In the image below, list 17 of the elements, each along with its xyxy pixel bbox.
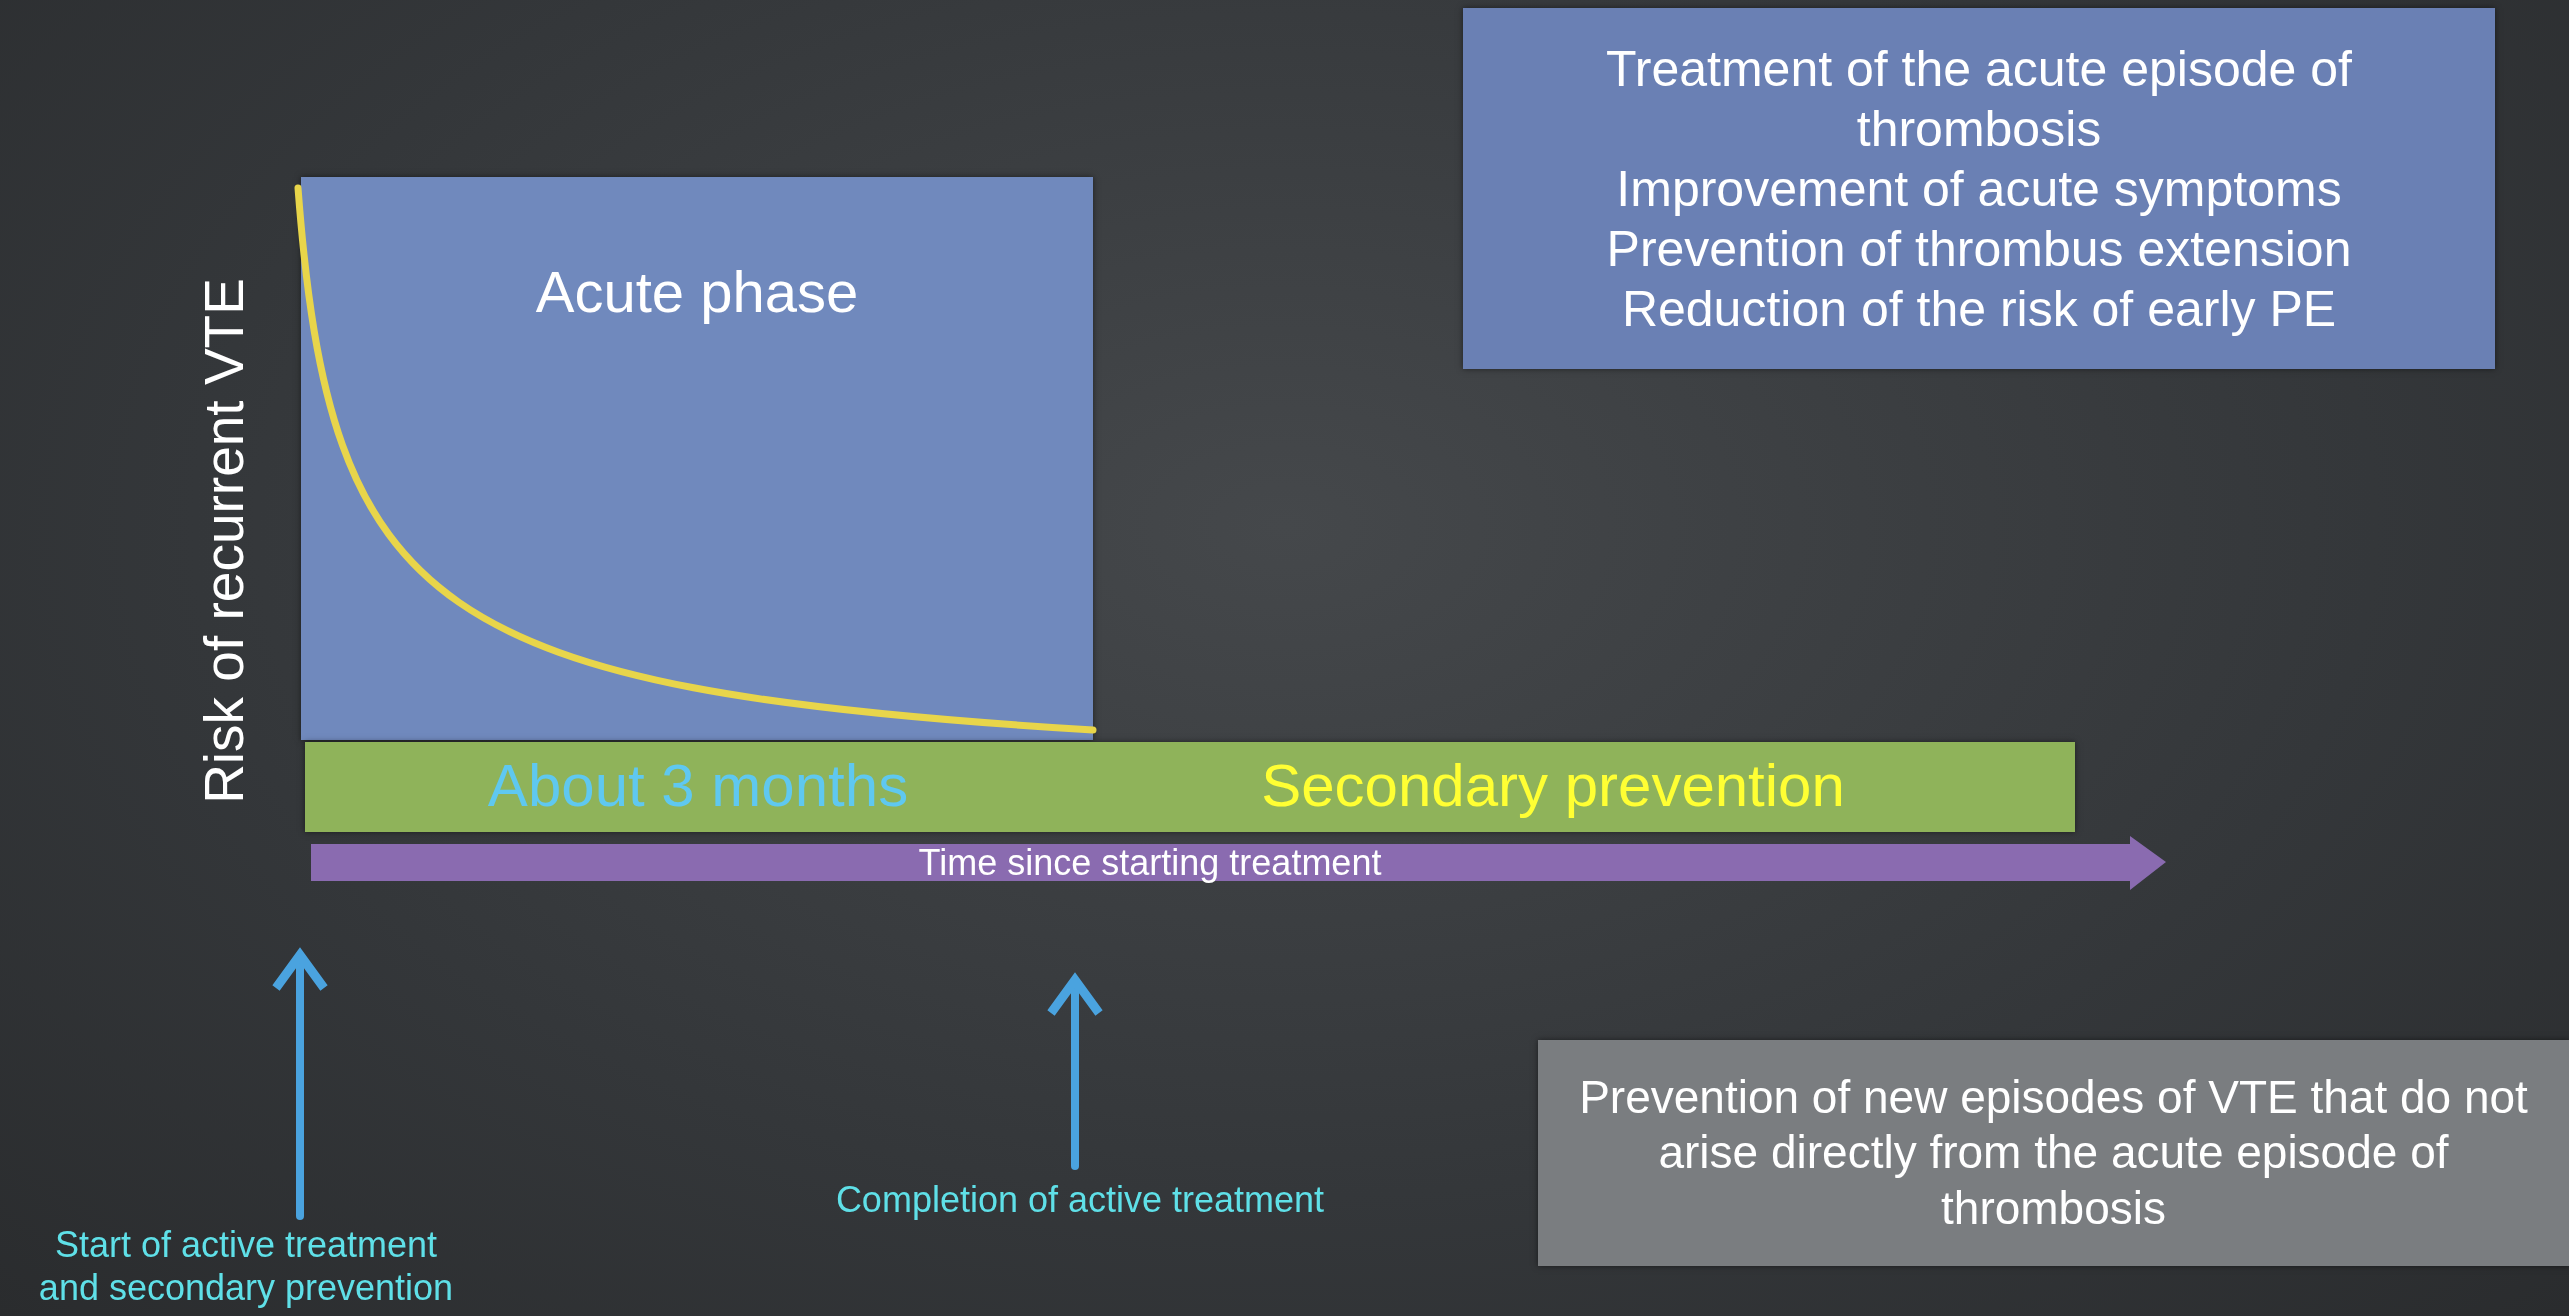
- goal-text: Prevention of new episodes of VTE that do not arise directly from the acute episode of thrombosis: [1578, 1070, 2529, 1236]
- goal-text: Treatment of the acute episode of thrombosis: [1605, 39, 2353, 159]
- period-bar: [305, 742, 2075, 832]
- goal-text: Prevention of thrombus extension: [1606, 219, 2352, 279]
- phase-title: Acute phase: [535, 258, 859, 326]
- axis-label: Time since starting treatment: [918, 842, 1382, 884]
- goal-text: Reduction of the risk of early PE: [1621, 279, 2337, 339]
- period-text: Secondary prevention: [1261, 751, 1845, 821]
- arrow: [271, 950, 329, 1220]
- goal-box: [1463, 8, 2495, 369]
- arrow: [1046, 975, 1104, 1170]
- period-text: About 3 months: [487, 751, 909, 821]
- milestone-text: Start of active treatment and secondary prevention: [26, 1222, 466, 1310]
- axis-label: Risk of recurrent VTE: [192, 278, 256, 804]
- goal-box: [1538, 1040, 2569, 1266]
- milestone-text: Completion of active treatment: [760, 1172, 1400, 1228]
- goal-text: Improvement of acute symptoms: [1616, 159, 2342, 219]
